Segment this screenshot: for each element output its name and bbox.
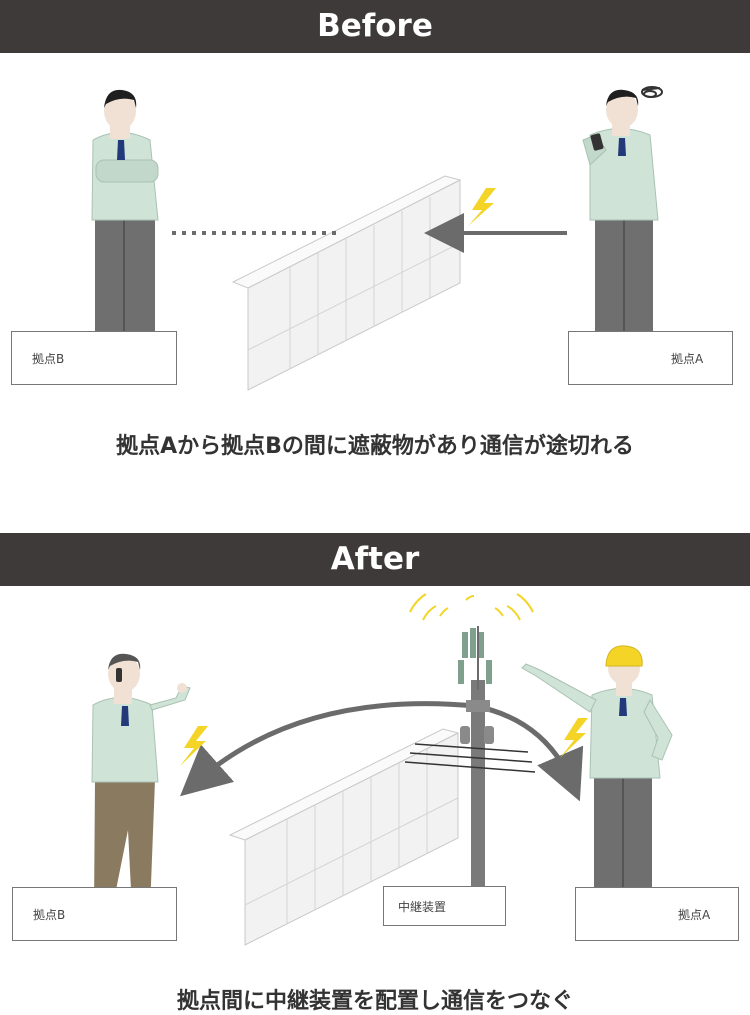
after-site-a-label-box: 拠点A: [575, 887, 739, 941]
relay-arrow-to-b: [180, 701, 476, 797]
obstacle-wall: [228, 728, 460, 946]
relay-device-label: 中継装置: [398, 900, 447, 914]
antenna-signal-icon: [409, 593, 534, 621]
relay-pole: [404, 626, 536, 912]
site-a-label: 拠点A: [671, 352, 704, 366]
person-site-a: [582, 89, 659, 372]
before-banner: Before: [0, 0, 750, 53]
confused-icon: [641, 86, 663, 98]
person-site-a: [521, 645, 673, 926]
lightning-icon: [468, 188, 496, 226]
obstacle-wall: [231, 175, 462, 391]
person-site-b: [91, 89, 166, 372]
after-banner: After: [0, 533, 750, 586]
site-b-label: 拠点B: [32, 352, 65, 366]
after-scene: [91, 593, 673, 946]
before-site-a-label-box: 拠点A: [568, 331, 733, 385]
after-caption: 拠点間に中継装置を配置し通信をつなぐ: [176, 989, 573, 1014]
after-relay-label-box: 中継装置: [383, 886, 506, 926]
before-scene: [91, 86, 663, 391]
site-a-label: 拠点A: [678, 908, 711, 922]
after-site-b-label-box: 拠点B: [12, 887, 177, 941]
before-site-b-label-box: 拠点B: [11, 331, 177, 385]
helmet: [605, 645, 643, 667]
site-b-label: 拠点B: [33, 908, 66, 922]
before-caption: 拠点Aから拠点Bの間に遮蔽物があり通信が途切れる: [116, 434, 634, 459]
lightning-icon: [560, 718, 588, 758]
lightning-icon: [180, 726, 208, 766]
